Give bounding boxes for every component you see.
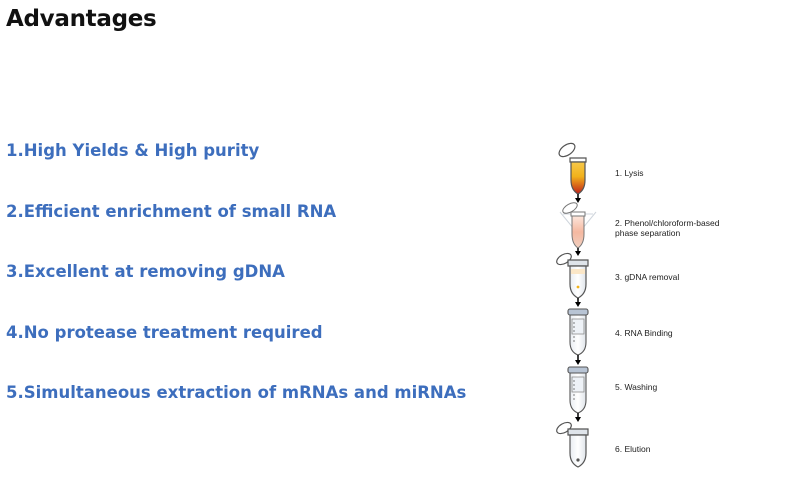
- rna-binding-column-icon: [567, 308, 589, 356]
- step-label-lysis: 1. Lysis: [615, 168, 644, 178]
- step-label-gdna-removal: 3. gDNA removal: [615, 272, 680, 282]
- advantage-item-2: 2.Efficient enrichment of small RNA: [6, 201, 337, 221]
- advantage-item-5: 5.Simultaneous extraction of mRNAs and m…: [6, 383, 467, 402]
- advantage-item-4: 4.No protease treatment required: [6, 322, 323, 342]
- phase-separation-tube-icon: [559, 202, 597, 249]
- arrow-2-head-icon: [575, 251, 581, 256]
- arrow-5-head-icon: [575, 417, 581, 422]
- gdna-removal-tube-icon: [556, 252, 589, 299]
- workflow-diagram: 1. Lysis 2. Phenol/chloroform-based phas…: [548, 138, 788, 470]
- advantages-list: 1.High Yields & High purity 2.Efficient …: [6, 140, 466, 443]
- step-label-phase-separation: 2. Phenol/chloroform-based phase separat…: [615, 218, 720, 238]
- step-label-washing: 5. Washing: [615, 382, 658, 392]
- workflow-illustration: [556, 142, 597, 468]
- lysis-tube-icon: [558, 142, 587, 195]
- step-label-rna-binding: 4. RNA Binding: [615, 328, 673, 338]
- washing-column-icon: [567, 366, 589, 414]
- arrow-1-head-icon: [575, 198, 581, 203]
- advantage-item-3: 3.Excellent at removing gDNA: [6, 262, 285, 281]
- arrow-4-head-icon: [575, 360, 581, 365]
- advantage-item-1: 1.High Yields & High purity: [6, 141, 260, 160]
- page-title: Advantages: [6, 6, 157, 32]
- elution-tube-icon: [556, 421, 589, 468]
- arrow-3-head-icon: [575, 302, 581, 307]
- step-label-elution: 6. Elution: [615, 444, 651, 454]
